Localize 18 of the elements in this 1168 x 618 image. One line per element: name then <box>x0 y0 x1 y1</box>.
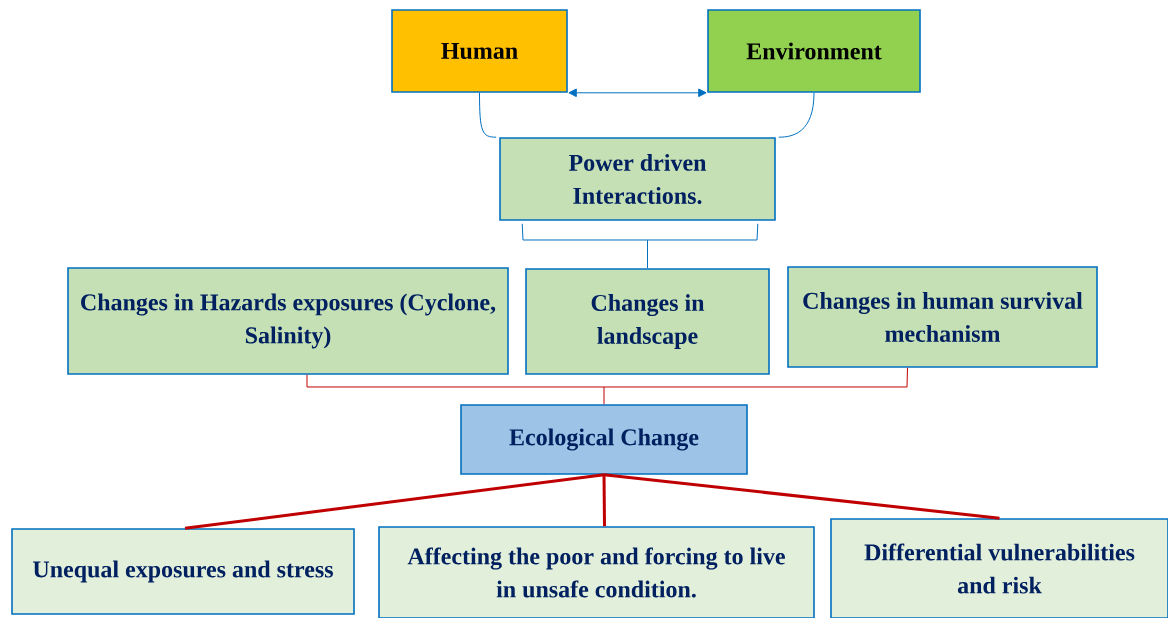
connector <box>603 473 1000 520</box>
text-box: Ecological Change <box>460 404 748 475</box>
bracket-connector <box>306 367 908 405</box>
text-box: Differential vulnerabilities and risk <box>830 518 1168 618</box>
connector <box>778 92 815 138</box>
text-box: Power driven Interactions. <box>499 137 776 221</box>
text-box: Unequal exposures and stress <box>11 528 355 615</box>
connector <box>184 473 605 530</box>
text-box: Environment <box>707 9 921 93</box>
connector <box>521 223 759 269</box>
text-box: Changes in Hazards exposures (Cyclone, Salinity) <box>67 267 509 375</box>
text-box: Changes in landscape <box>525 268 770 375</box>
connector <box>568 88 707 98</box>
connector <box>479 92 497 138</box>
text-box: Human <box>391 9 568 93</box>
text-box: Changes in human survival mechanism <box>787 266 1098 368</box>
text-box: Affecting the poor and forcing to live in unsafe condition. <box>378 526 815 618</box>
connector <box>602 474 606 527</box>
